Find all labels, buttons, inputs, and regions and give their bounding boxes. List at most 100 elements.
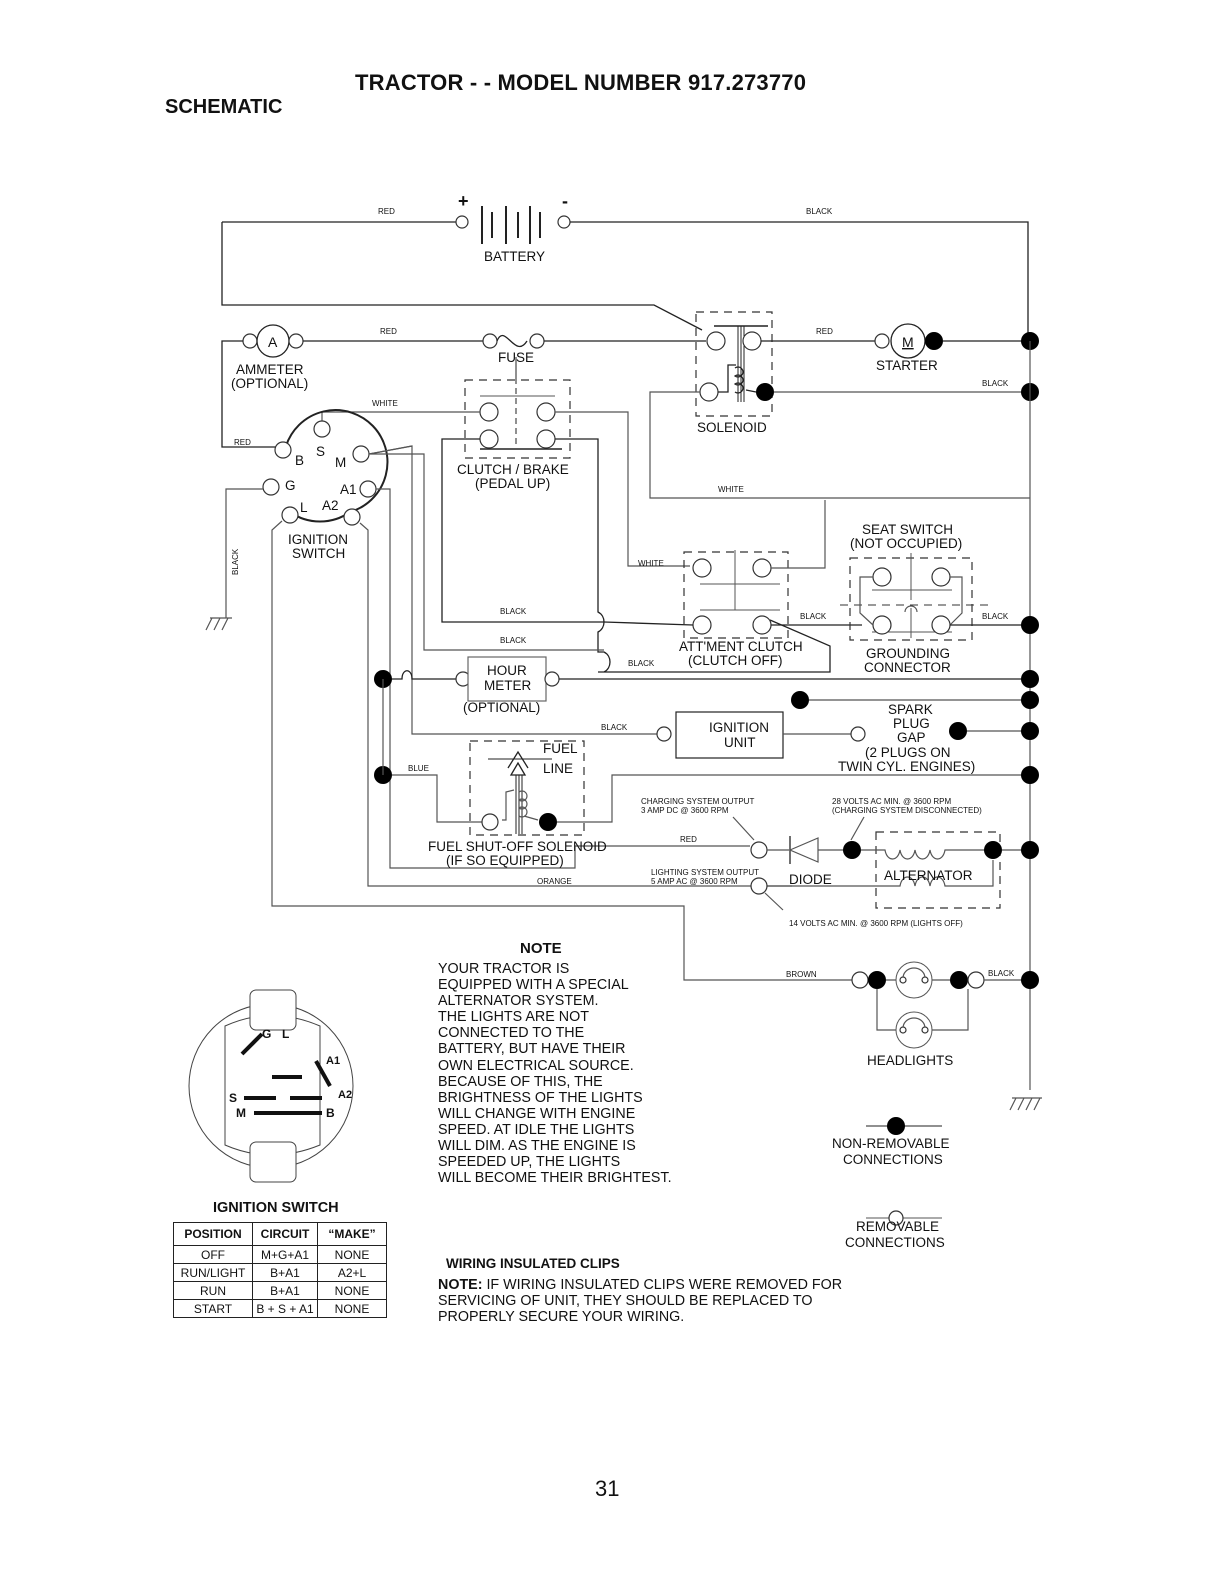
solenoid-label: SOLENOID <box>697 420 767 435</box>
table-cell: NONE <box>317 1281 387 1300</box>
table-cell: B+A1 <box>252 1281 318 1300</box>
page-title: TRACTOR - - MODEL NUMBER 917.273770 <box>355 70 807 95</box>
table-cell: OFF <box>173 1245 253 1264</box>
grounding-connector-label-2: CONNECTOR <box>864 660 951 675</box>
seat-switch: SEAT SWITCH (NOT OCCUPIED) GROUNDING CON… <box>840 522 990 675</box>
diagram-label-b: B <box>326 1106 335 1120</box>
legend-non-removable-label: NON-REMOVABLE <box>832 1136 950 1151</box>
clips-note-line: IF WIRING INSULATED CLIPS WERE REMOVED F… <box>482 1277 843 1293</box>
spark-plug-label-3: GAP <box>897 730 926 745</box>
table-row: RUN B+A1 NONE <box>173 1281 387 1300</box>
diode: DIODE <box>788 836 832 887</box>
charging-output-label: CHARGING SYSTEM OUTPUT <box>641 797 754 806</box>
wire-label-red: RED <box>378 207 395 216</box>
clips-note-line: SERVICING OF UNIT, THEY SHOULD BE REPLAC… <box>438 1293 813 1309</box>
section-subtitle: SCHEMATIC <box>165 96 283 118</box>
spark-plug: SPARK PLUG GAP (2 PLUGS ON TWIN CYL. ENG… <box>838 702 975 774</box>
wire-label-black: BLACK <box>982 379 1009 388</box>
wire-label-black: BLACK <box>988 969 1015 978</box>
clips-note-label: NOTE: <box>438 1277 483 1293</box>
battery: + - BATTERY RED <box>222 191 571 264</box>
fuel-line-label-2: LINE <box>543 761 573 776</box>
table-row: OFF M+G+A1 NONE <box>173 1245 387 1264</box>
wire-label-orange: ORANGE <box>537 877 572 886</box>
starter-label: STARTER <box>876 358 938 373</box>
charging-output-terminal <box>750 841 768 859</box>
spark-plug-label: SPARK <box>888 702 933 717</box>
table-cell: RUN/LIGHT <box>173 1263 253 1282</box>
note-line: BRIGHTNESS OF THE LIGHTS <box>438 1089 643 1106</box>
diagram-label-s: S <box>229 1091 237 1105</box>
ign-terminal-a2: A2 <box>322 498 339 513</box>
clutch-brake-switch: CLUTCH / BRAKE (PEDAL UP) <box>457 357 571 491</box>
lighting-output-spec: 5 AMP AC @ 3600 RPM <box>651 877 738 886</box>
volts14-label: 14 VOLTS AC MIN. @ 3600 RPM (LIGHTS OFF) <box>789 919 963 928</box>
alternator: ALTERNATOR <box>767 831 1002 909</box>
note-line: BECAUSE OF THIS, THE <box>438 1073 603 1090</box>
table-cell: A2+L <box>317 1263 387 1282</box>
hour-meter: HOUR METER (OPTIONAL) <box>455 656 560 715</box>
ignition-table-title: IGNITION SWITCH <box>213 1200 339 1216</box>
wire-label-blue: BLUE <box>408 764 429 773</box>
note-line: CONNECTED TO THE <box>438 1025 585 1042</box>
note-line: YOUR TRACTOR IS <box>438 961 570 977</box>
ignition-switch-table: POSITION CIRCUIT “MAKE” OFF M+G+A1 NONE … <box>173 1222 387 1318</box>
wire-label-white: WHITE <box>638 559 664 568</box>
note-line: EQUIPPED WITH A SPECIAL <box>438 977 629 994</box>
clutch-brake-sub-label: (PEDAL UP) <box>475 476 550 491</box>
seat-switch-sub-label: (NOT OCCUPIED) <box>850 536 962 551</box>
diagram-label-l: L <box>282 1027 289 1041</box>
wire-label-red: RED <box>234 438 251 447</box>
ign-terminal-s: S <box>316 444 325 459</box>
wire-label-white: WHITE <box>372 399 398 408</box>
volts28-label: 28 VOLTS AC MIN. @ 3600 RPM <box>832 797 951 806</box>
ign-terminal-g: G <box>285 478 296 493</box>
ign-terminal-b: B <box>295 453 304 468</box>
table-cell: B+A1 <box>252 1263 318 1282</box>
legend-non-removable: NON-REMOVABLE CONNECTIONS <box>832 1117 950 1167</box>
ign-terminal-m: M <box>335 455 346 470</box>
table-cell: NONE <box>317 1299 387 1318</box>
wire-label-black: BLACK <box>628 659 655 668</box>
hour-meter-label-2: METER <box>484 678 532 693</box>
table-header-row: POSITION CIRCUIT “MAKE” <box>173 1222 387 1246</box>
ammeter-symbol: A <box>268 334 278 350</box>
table-cell: RUN <box>173 1281 253 1300</box>
note-line: SPEED. AT IDLE THE LIGHTS <box>438 1121 635 1138</box>
wire-label-black: BLACK <box>500 636 527 645</box>
table-cell: M+G+A1 <box>252 1245 318 1264</box>
diagram-label-a2: A2 <box>338 1089 352 1101</box>
wire-label-brown: BROWN <box>786 970 817 979</box>
ignition-unit-label: IGNITION <box>709 720 769 735</box>
diagram-label-g: G <box>262 1027 271 1041</box>
legend-removable-label: REMOVABLE <box>856 1219 939 1234</box>
column-header-make: “MAKE” <box>317 1222 387 1246</box>
note-line: WILL DIM. AS THE ENGINE IS <box>438 1138 636 1155</box>
table-row: START B + S + A1 NONE <box>173 1299 387 1318</box>
clips-note-line: PROPERLY SECURE YOUR WIRING. <box>438 1309 685 1325</box>
clips-heading: WIRING INSULATED CLIPS <box>446 1256 620 1271</box>
headlights: HEADLIGHTS <box>851 961 985 1068</box>
page-number: 31 <box>595 1476 620 1501</box>
wire-label-black: BLACK <box>982 612 1009 621</box>
starter: M STARTER <box>874 323 943 373</box>
wire-label-white: WHITE <box>718 485 744 494</box>
ign-terminal-l: L <box>300 500 308 515</box>
spark-plug-label-2: PLUG <box>893 716 930 731</box>
ignition-switch-diagram: G L A1 A2 S M B <box>188 989 354 1183</box>
fuse: FUSE <box>482 333 545 365</box>
note-line: WILL BECOME THEIR BRIGHTEST. <box>438 1170 672 1187</box>
alternator-label: ALTERNATOR <box>884 868 973 883</box>
battery-minus-label: - <box>562 191 568 211</box>
fuel-shutoff-solenoid: FUEL LINE FUEL SHUT-OFF SOLENOID (IF SO … <box>428 740 607 868</box>
charging-output-spec: 3 AMP DC @ 3600 RPM <box>641 806 729 815</box>
note-line: OWN ELECTRICAL SOURCE. <box>438 1057 634 1074</box>
battery-plus-label: + <box>458 191 469 211</box>
table-row: RUN/LIGHT B+A1 A2+L <box>173 1263 387 1282</box>
fuel-solenoid-label: FUEL SHUT-OFF SOLENOID <box>428 839 607 854</box>
note-line: BATTERY, BUT HAVE THEIR <box>438 1041 626 1058</box>
diagram-label-a1: A1 <box>326 1055 340 1067</box>
note-line: ALTERNATOR SYSTEM. <box>438 993 599 1010</box>
ignition-switch-label-2: SWITCH <box>292 546 345 561</box>
wire-label-black: BLACK <box>500 607 527 616</box>
